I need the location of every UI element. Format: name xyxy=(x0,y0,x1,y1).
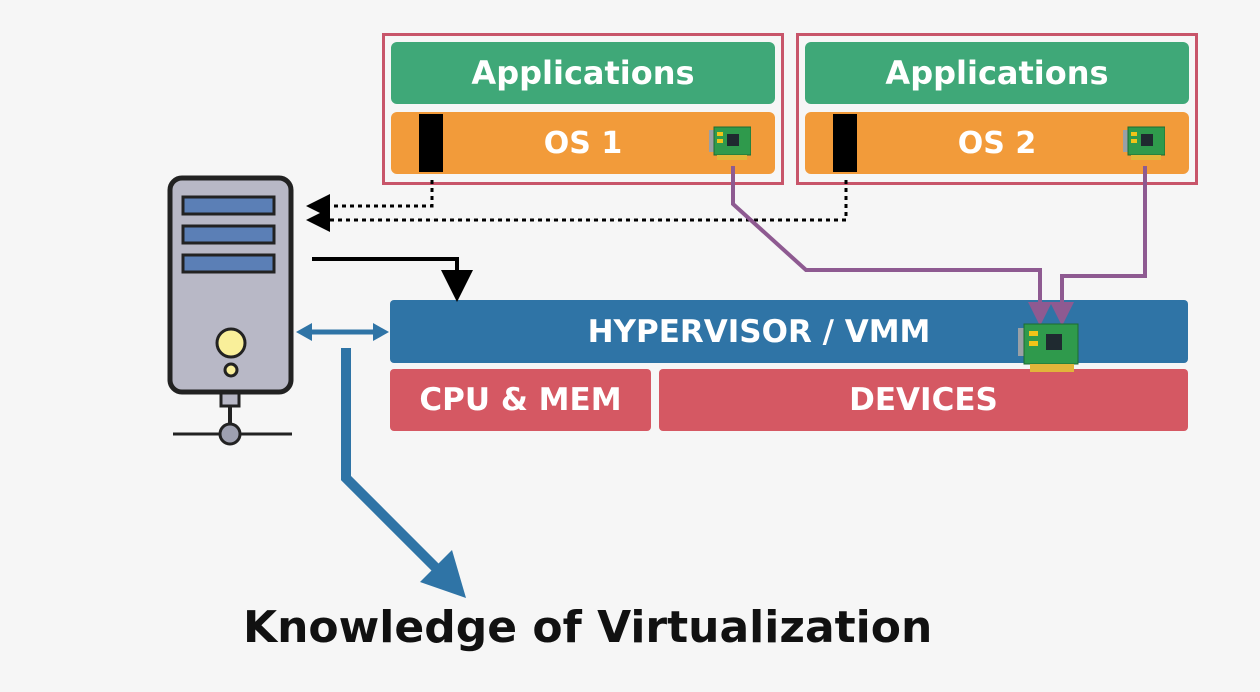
network-card-icon xyxy=(1123,126,1165,160)
vm1-applications: Applications xyxy=(391,42,775,104)
vm2-container: Applications OS 2 xyxy=(796,33,1198,185)
server-to-hypervisor-arrow xyxy=(312,257,473,302)
caption-title: Knowledge of Virtualization xyxy=(243,602,933,653)
vm2-os: OS 2 xyxy=(805,112,1189,174)
vm1-os-label: OS 1 xyxy=(543,125,623,161)
vm1-container: Applications OS 1 xyxy=(382,33,784,185)
hypervisor-label: HYPERVISOR / VMM xyxy=(587,313,931,350)
devices-block: DEVICES xyxy=(659,369,1188,431)
server-icon xyxy=(167,175,294,446)
knowledge-arrow xyxy=(341,348,466,598)
driver-to-server-arrows xyxy=(306,180,848,232)
cpu-mem-block: CPU & MEM xyxy=(390,369,651,431)
vm1-applications-label: Applications xyxy=(471,54,695,92)
vm2-os-label: OS 2 xyxy=(957,125,1037,161)
vm2-applications-label: Applications xyxy=(885,54,1109,92)
cpu-mem-label: CPU & MEM xyxy=(419,382,622,418)
device-paths xyxy=(731,166,1147,326)
vm1-os: OS 1 xyxy=(391,112,775,174)
network-card-icon xyxy=(709,126,751,160)
vm2-applications: Applications xyxy=(805,42,1189,104)
vm1-os-driver-bar xyxy=(419,114,443,172)
vm2-os-driver-bar xyxy=(833,114,857,172)
host-hypervisor-link xyxy=(296,323,389,341)
devices-label: DEVICES xyxy=(849,382,998,418)
network-card-icon xyxy=(1018,323,1079,372)
